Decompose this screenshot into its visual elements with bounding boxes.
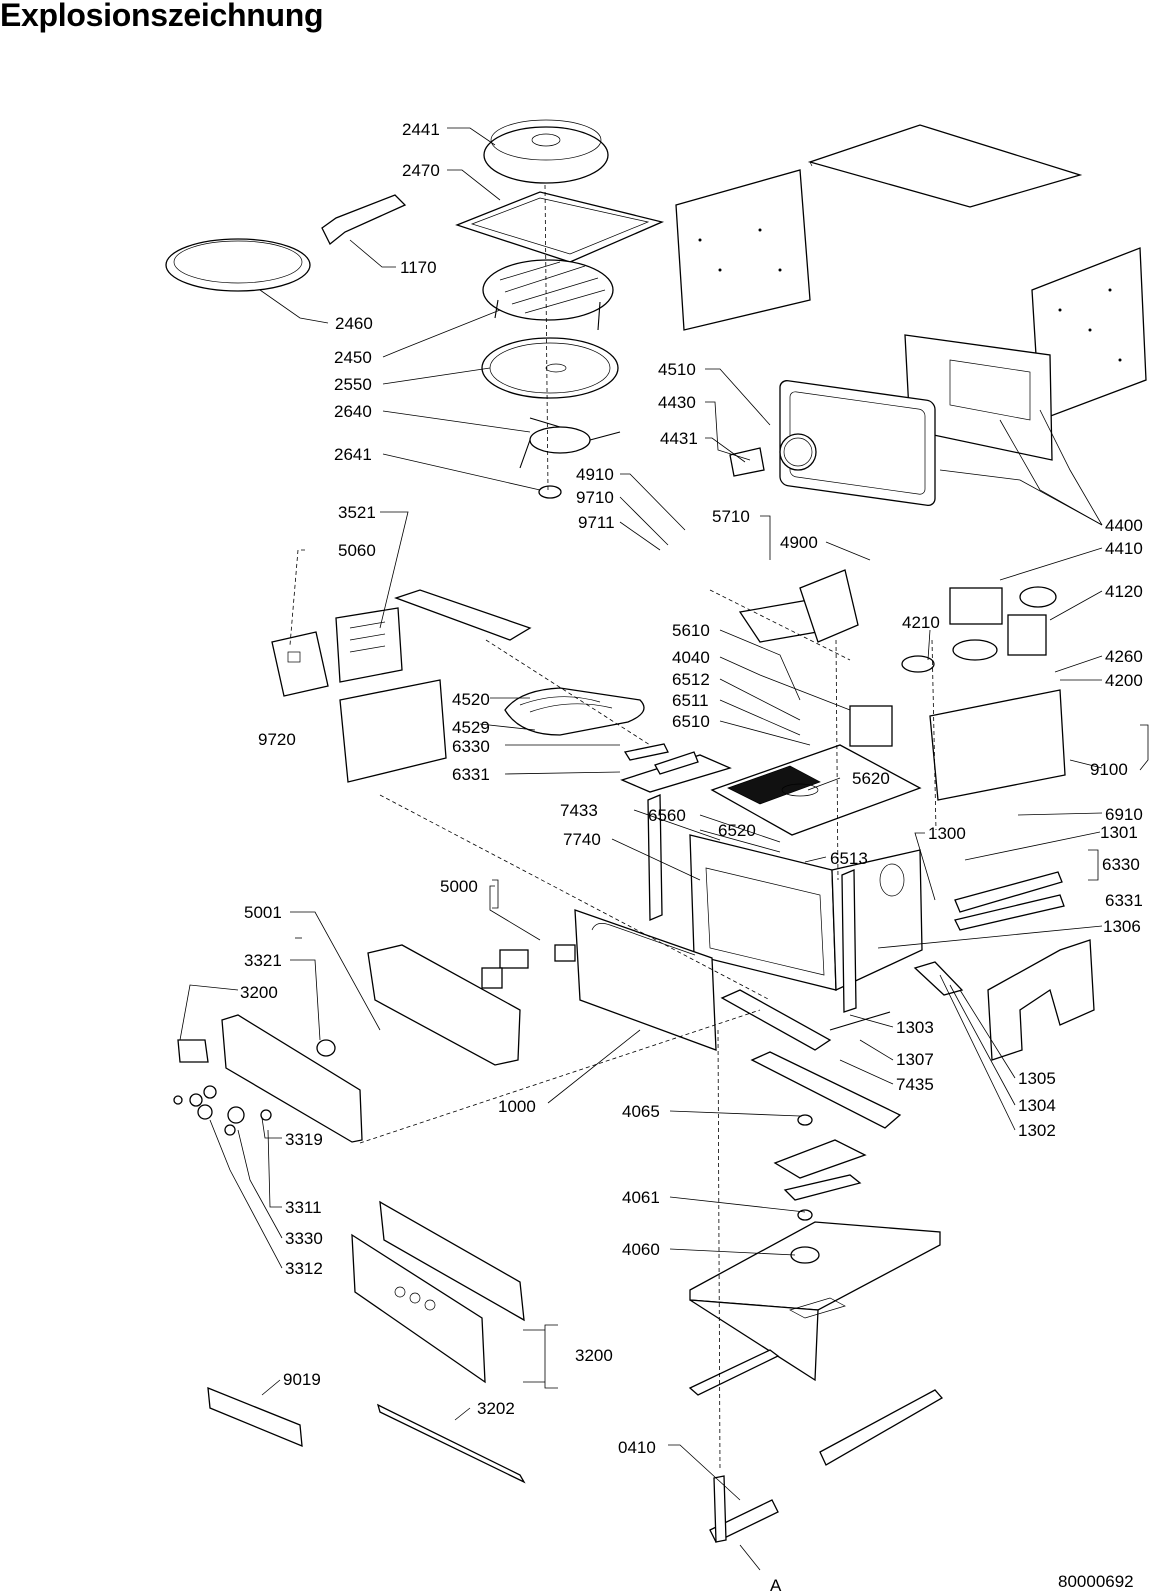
part-label: 9100 [1090,760,1128,779]
part-label: 1300 [928,824,966,843]
part-label: 5060 [338,541,376,560]
front-control-panel [173,944,576,1484]
part-label: 4260 [1105,647,1143,666]
part-label: 6910 [1105,805,1143,824]
part-label: 9019 [283,1370,321,1389]
part-label: 3321 [244,951,282,970]
part-label: 1306 [1103,917,1141,936]
part-label: 3200 [240,983,278,1002]
part-label: 4065 [622,1102,660,1121]
alignment-lines [359,184,937,1471]
part-label: 1301 [1100,823,1138,842]
part-label: 6330 [1102,855,1140,874]
part-label: 4040 [672,648,710,667]
oven-body [574,794,923,1051]
part-label: 4529 [452,718,490,737]
cavity-frames [729,334,1053,507]
part-label: 3200 [575,1346,613,1365]
part-label: 5620 [852,769,890,788]
part-label: 3319 [285,1130,323,1149]
part-label: 9711 [578,513,615,532]
part-label: 7433 [560,801,598,820]
part-label: 2550 [334,375,372,394]
part-label: 3312 [285,1259,323,1278]
part-label: 6331 [452,765,490,784]
electronics-and-panels [271,589,732,793]
part-number-labels: 2441 2470 1170 2460 2450 2550 2640 2641 4510 4430… [240,120,1143,1457]
part-label: 5001 [244,903,282,922]
part-label: 3311 [285,1198,322,1217]
part-label: 4520 [452,690,490,709]
part-label: 2441 [402,120,440,139]
part-label: 2640 [334,402,372,421]
part-label: 5710 [712,507,750,526]
part-label: 1303 [896,1018,934,1037]
part-label: 4910 [576,465,614,484]
part-label: 3202 [477,1399,515,1418]
part-label: 1307 [896,1050,934,1069]
part-label: 1302 [1018,1121,1056,1140]
part-label: 0410 [618,1438,656,1457]
part-label: 5000 [440,877,478,896]
part-label: 6520 [718,821,756,840]
part-label: 4900 [780,533,818,552]
part-label: 7740 [563,830,601,849]
part-label: 2641 [334,445,372,464]
part-label: 4200 [1105,671,1143,690]
part-label: 6513 [830,849,868,868]
part-label: 6511 [672,691,709,710]
part-label: 4061 [622,1188,660,1207]
part-label: 4510 [658,360,696,379]
part-label: 7435 [896,1075,934,1094]
part-label: 4400 [1105,516,1143,535]
leader-lines [179,127,1149,1571]
part-label: 2460 [335,314,373,333]
part-label: 6331 [1105,891,1143,910]
part-label: 5610 [672,621,710,640]
part-label: 1170 [400,258,437,277]
part-label: 9720 [258,730,296,749]
turntable-parts [165,119,665,499]
part-label: 4210 [902,613,940,632]
part-label: 6330 [452,737,490,756]
reference-marker-a: A [770,1576,782,1591]
base-plate-assembly [688,989,944,1543]
part-label: 4060 [622,1240,660,1259]
part-label: 1000 [498,1097,536,1116]
part-label: 6510 [672,712,710,731]
part-label: 3521 [338,503,376,522]
part-label: 4430 [658,393,696,412]
page-title: Explosionszeichnung [0,0,324,33]
part-label: 1304 [1018,1096,1056,1115]
part-label: 1305 [1018,1069,1056,1088]
part-label: 2470 [402,161,440,180]
right-side-parts [829,871,1095,1061]
part-label: 9710 [576,488,614,507]
part-label: 2450 [334,348,372,367]
part-label: 6512 [672,670,710,689]
part-label: 3330 [285,1229,323,1248]
part-label: 4431 [660,429,698,448]
part-label: 4120 [1105,582,1143,601]
part-label: 4410 [1105,539,1143,558]
document-number: 80000692 [1058,1572,1134,1591]
part-label: 6560 [648,806,686,825]
magnetron-and-control-area [654,569,1066,836]
